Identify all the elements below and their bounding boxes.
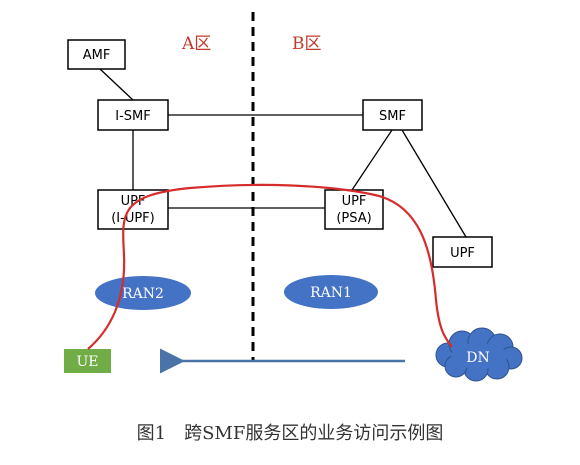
i-smf-label: I-SMF <box>115 109 150 124</box>
link-amf-ismf <box>99 68 134 101</box>
upf-box <box>432 236 493 268</box>
smf-box <box>362 99 423 131</box>
ran2-label: RAN2 <box>122 286 164 302</box>
link-smf-psa <box>351 129 393 191</box>
zone-a-label: A区 <box>181 34 211 54</box>
figure-caption: 图1 跨SMF服务区的业务访问示例图 <box>137 423 444 444</box>
upf-i-upf-label-line2: (I-UPF) <box>111 211 155 226</box>
zone-b-label: B区 <box>292 34 322 54</box>
ran1-label: RAN1 <box>310 285 352 301</box>
ue-label: UE <box>76 354 98 370</box>
upf-label: UPF <box>450 246 475 261</box>
ran1-ellipse <box>284 275 378 309</box>
dn-cloud <box>435 327 523 382</box>
link-smf-upf <box>401 129 467 238</box>
smf-label: SMF <box>379 109 406 124</box>
i-smf-box <box>97 99 169 131</box>
ue-box <box>64 349 111 373</box>
upf-i-upf-box <box>97 189 169 230</box>
service-access-path <box>87 183 453 350</box>
upf-psa-label-line1: UPF <box>342 194 367 209</box>
upf-i-upf-label-line1: UPF <box>121 194 146 209</box>
upf-psa-label-line2: (PSA) <box>336 211 371 226</box>
amf-box <box>67 39 126 70</box>
dn-label: DN <box>466 350 489 366</box>
amf-label: AMF <box>83 48 111 63</box>
